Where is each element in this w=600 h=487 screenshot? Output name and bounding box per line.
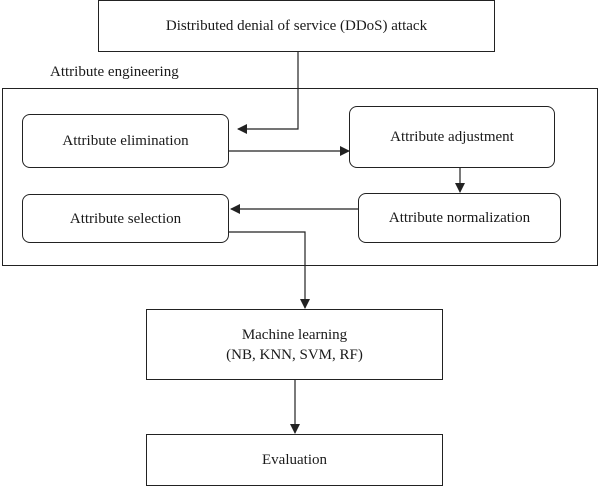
attribute-selection-text: Attribute selection bbox=[69, 210, 182, 227]
attribute-normalization-box: Attribute normalization bbox=[358, 193, 561, 243]
attribute-adjustment-text: Attribute adjustment bbox=[390, 129, 514, 145]
evaluation-text: Evaluation bbox=[262, 452, 327, 468]
ddos-attack-box: Distributed denial of service (DDoS) att… bbox=[98, 0, 495, 52]
ddos-attack-text: Distributed denial of service (DDoS) att… bbox=[165, 18, 428, 34]
machine-learning-box: Machine learning (NB, KNN, SVM, RF) bbox=[146, 309, 443, 380]
attribute-adjustment-box: Attribute adjustment bbox=[349, 106, 555, 168]
arrow-ddos-to-elimination bbox=[237, 52, 299, 134]
attribute-selection-box: Attribute selection bbox=[22, 194, 229, 243]
attribute-elimination-text: Attribute elimination bbox=[62, 133, 189, 149]
attribute-elimination-box: Attribute elimination bbox=[22, 114, 229, 168]
machine-learning-models: (NB, KNN, SVM, RF) bbox=[226, 346, 363, 363]
attribute-engineering-group bbox=[2, 88, 598, 266]
machine-learning-title: Machine learning bbox=[241, 326, 348, 343]
attribute-engineering-label: Attribute engineering bbox=[50, 64, 179, 80]
arrow-selection-to-ml bbox=[229, 231, 310, 309]
evaluation-box: Evaluation bbox=[146, 434, 443, 486]
attribute-normalization-text: Attribute normalization bbox=[388, 210, 531, 226]
